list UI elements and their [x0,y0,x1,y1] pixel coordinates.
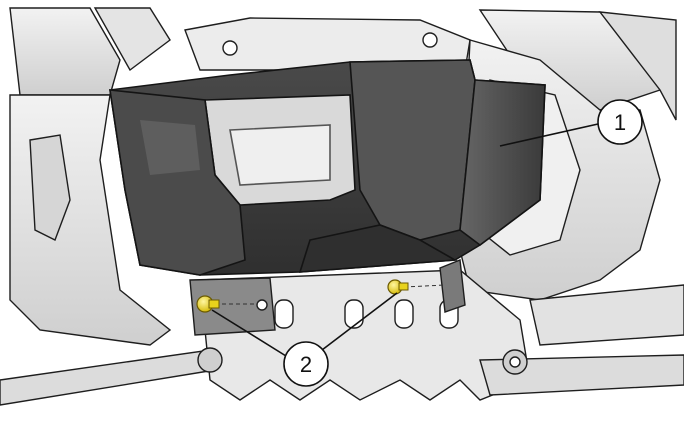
leader-lines [211,123,599,357]
callout-2-label: 2 [300,352,312,377]
front-guard-part [109,59,546,276]
mounting-bracket [189,259,466,336]
bolt-icon [196,295,258,313]
callout-1-label: 1 [614,110,626,135]
bolt-icon [387,279,446,295]
callout-1: 1 [597,99,643,145]
callout-2: 2 [283,341,329,387]
